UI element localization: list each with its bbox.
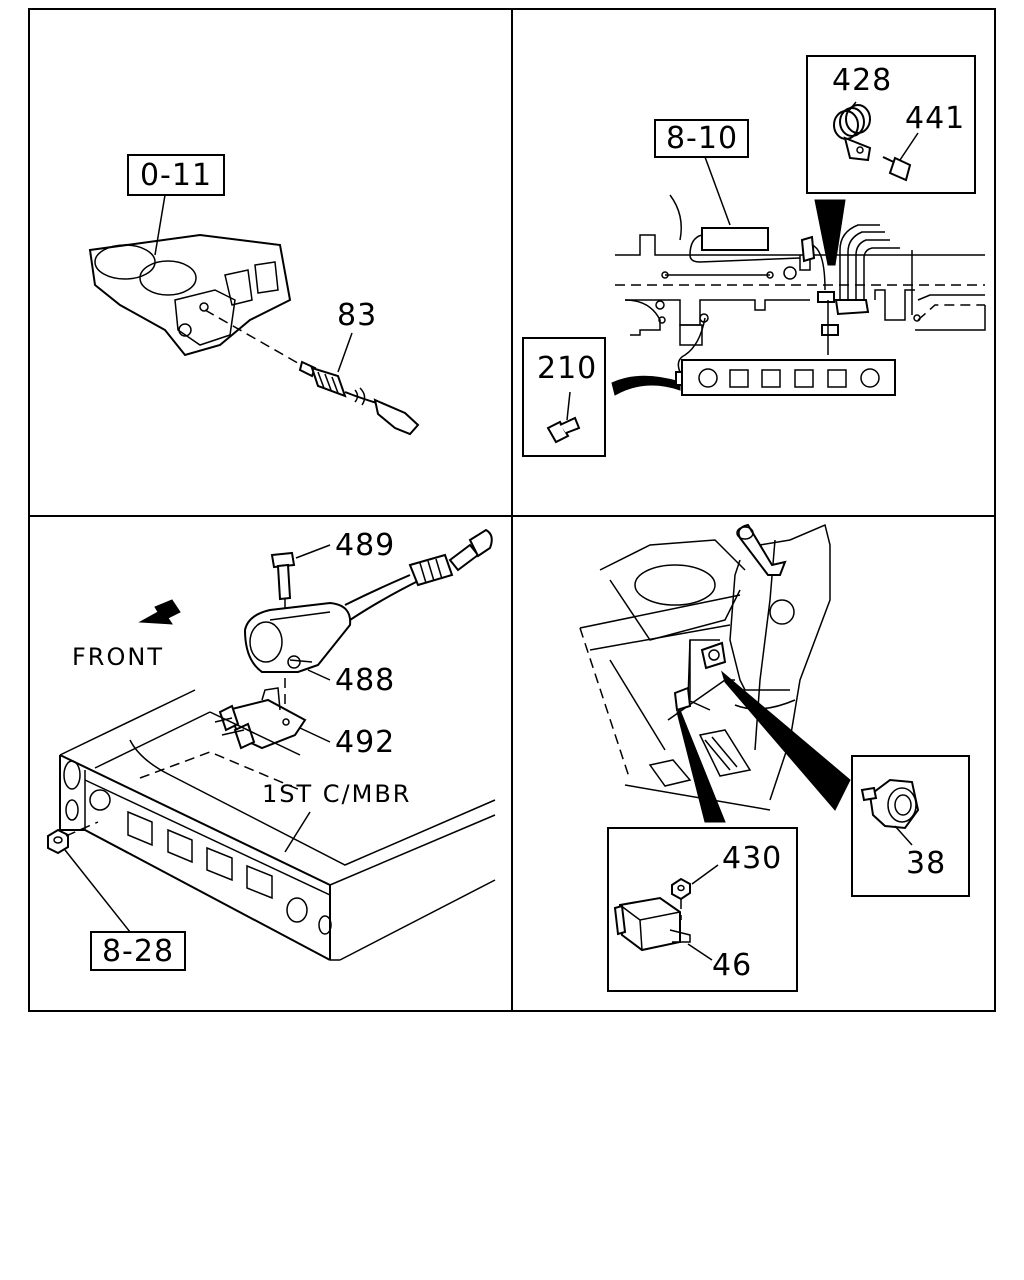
nut-8-28[interactable] <box>47 828 69 855</box>
relay-46[interactable] <box>613 896 691 952</box>
leader-430 <box>691 864 719 885</box>
mounted-relay[interactable] <box>673 686 692 712</box>
leader-441 <box>899 132 919 161</box>
leader-46 <box>687 943 713 961</box>
install-axis-nut <box>65 821 99 837</box>
bracket-492[interactable] <box>214 687 307 750</box>
switch-38[interactable] <box>860 778 920 830</box>
part-label-488: 488 <box>335 663 395 698</box>
part-label-46: 46 <box>712 948 752 983</box>
bolt-489[interactable] <box>270 551 296 601</box>
leader-83 <box>337 332 353 373</box>
callout-arrow-428 <box>814 199 846 266</box>
front-label: FRONT <box>72 643 164 671</box>
leader-38 <box>894 825 913 846</box>
diagram-frame <box>28 8 996 1012</box>
bracket-488[interactable] <box>243 601 352 673</box>
leader-8-28 <box>64 849 131 933</box>
part-label-83: 83 <box>337 298 377 333</box>
inset-box-clip <box>806 55 976 194</box>
part-label-489: 489 <box>335 528 395 563</box>
control-cable[interactable] <box>344 528 493 621</box>
leader-488 <box>307 669 331 681</box>
callout-arrow-38 <box>721 670 851 811</box>
engine-block <box>88 233 292 357</box>
ref-box-0-11[interactable] <box>127 154 225 196</box>
leader-8-10 <box>704 156 731 226</box>
bolt-441[interactable] <box>882 156 912 182</box>
chassis-frame-section <box>615 194 986 396</box>
inset-box-38 <box>851 755 970 897</box>
leader-489 <box>295 544 331 559</box>
inset-box-relay <box>607 827 798 992</box>
leader-0-11 <box>154 194 166 256</box>
panel-cable-bracket: FRONT 489 488 <box>47 528 496 971</box>
panel-harness-frame: 8-10 428 441 210 <box>522 55 986 457</box>
part-label-441: 441 <box>905 101 965 136</box>
callout-arrow-46 <box>676 709 726 823</box>
leader-492 <box>299 727 331 743</box>
ref-box-8-10[interactable] <box>654 119 749 158</box>
ref-box-8-28[interactable] <box>90 931 186 971</box>
mounted-switch[interactable] <box>700 641 727 670</box>
first-cross-member <box>59 689 496 961</box>
part-label-430: 430 <box>722 841 782 876</box>
leader-428 <box>847 101 857 113</box>
cross-member-label: 1ST C/MBR <box>262 780 411 808</box>
inset-box-bolt <box>522 337 606 457</box>
part-label-38: 38 <box>906 846 946 881</box>
sensor-83[interactable] <box>298 360 420 436</box>
part-label-210: 210 <box>537 351 597 386</box>
panel-engine-sensor: 0-11 83 <box>88 154 420 436</box>
callout-arrow-210 <box>611 375 681 396</box>
install-axis-83 <box>204 309 311 371</box>
part-label-492: 492 <box>335 725 395 760</box>
clip-428[interactable] <box>833 104 872 162</box>
ref-label-8-10: 8-10 <box>666 121 738 156</box>
leader-210 <box>566 391 571 421</box>
part-label-428: 428 <box>832 63 892 98</box>
panel-cab-interior: 38 430 46 <box>579 523 970 992</box>
ref-label-0-11: 0-11 <box>140 158 212 193</box>
nut-430[interactable] <box>671 877 691 901</box>
leader-cross-member <box>284 811 311 853</box>
ref-label-8-28: 8-28 <box>102 934 174 969</box>
bolt-210[interactable] <box>546 416 581 444</box>
front-arrow-icon <box>138 599 181 625</box>
